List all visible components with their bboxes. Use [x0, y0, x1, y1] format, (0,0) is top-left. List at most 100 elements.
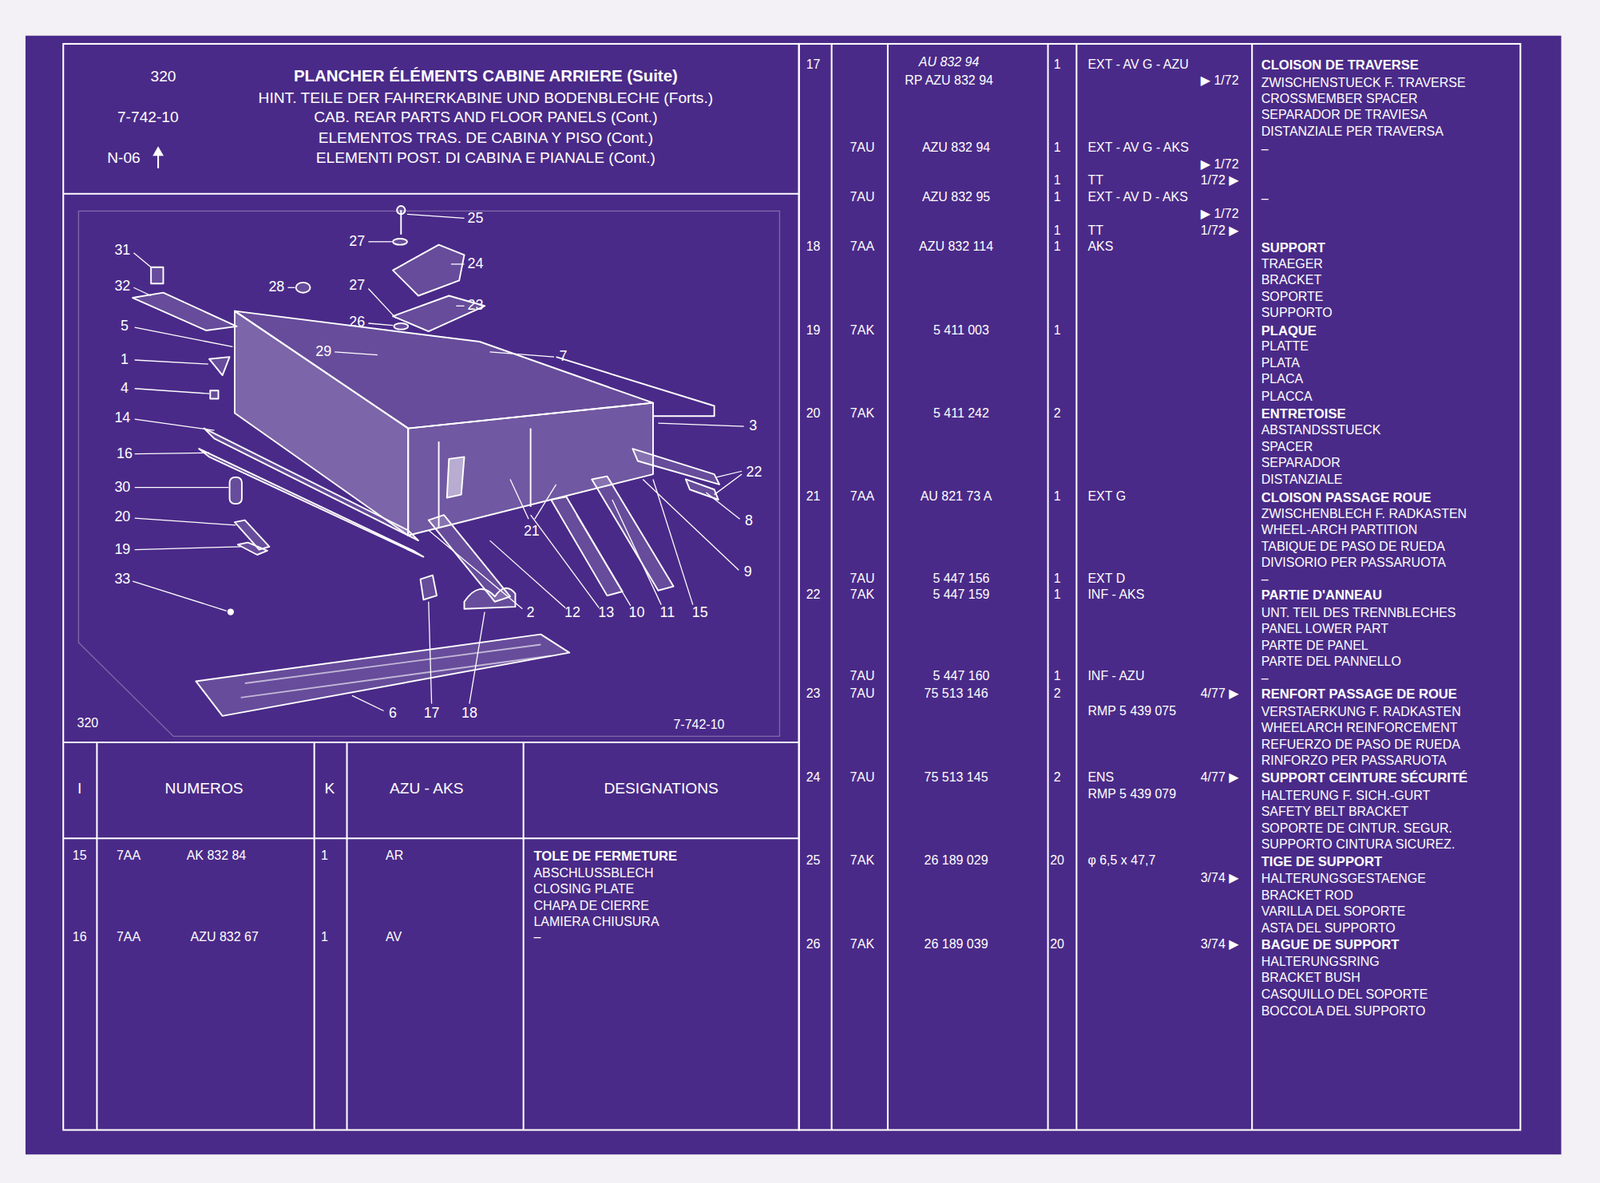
table-text: – [1261, 572, 1269, 588]
table-text: 7AK [850, 323, 875, 339]
table-text: 23 [806, 686, 821, 702]
table-text: 20 [1049, 854, 1065, 870]
header-text: NUMEROS [165, 779, 244, 798]
table-text: ZWISCHENSTUECK F. TRAVERSE [1261, 75, 1466, 92]
table-text: PLACA [1261, 372, 1303, 389]
callout-number: 10 [629, 604, 646, 622]
callout-number: 6 [388, 704, 397, 722]
diagram-frame [78, 210, 780, 737]
callout-number: 31 [114, 241, 131, 259]
table-text: 20 [806, 406, 821, 422]
table-text: BAGUE DE SUPPORT [1261, 937, 1400, 954]
table-text: 5 411 003 [933, 323, 990, 339]
table-text: ▶ 1/72 [1200, 73, 1240, 89]
table-text: 7AA [116, 930, 141, 946]
table-text: 17 [806, 57, 821, 73]
header-text: ELEMENTI POST. DI CABINA E PIANALE (Cont… [316, 148, 656, 167]
table-text: 2 [1053, 686, 1062, 702]
table-text: 18 [806, 240, 821, 256]
callout-number: 18 [461, 704, 478, 722]
table-text: – [533, 930, 541, 946]
table-text: 7-742-10 [673, 718, 725, 734]
callout-number: 27 [348, 233, 365, 250]
table-text: 7AU [849, 770, 875, 786]
table-text: AU 832 94 [918, 55, 980, 71]
table-text: SEPARADOR DE TRAVIESA [1261, 108, 1428, 124]
callout-number: 19 [114, 541, 131, 559]
callout-number: 25 [467, 209, 484, 226]
table-text: TIGE DE SUPPORT [1261, 853, 1383, 870]
callout-number: 21 [523, 522, 540, 540]
table-text: AKS [1087, 240, 1113, 256]
callout-number: 22 [746, 463, 763, 480]
table-text: EXT - AV G - AKS [1087, 141, 1189, 157]
table-text: 25 [806, 854, 821, 870]
header-text: CAB. REAR PARTS AND FLOOR PANELS (Cont.) [313, 107, 658, 127]
table-text: 1 [1053, 190, 1062, 206]
callout-number: 27 [348, 277, 365, 294]
page-title: PLANCHER ÉLÉMENTS CABINE ARRIERE (Suite) [293, 66, 678, 87]
table-text: CROSSMEMBER SPACER [1261, 91, 1418, 107]
table-text: REFUERZO DE PASO DE RUEDA [1261, 737, 1461, 753]
table-text: TABIQUE DE PASO DE RUEDA [1261, 539, 1446, 555]
table-text: 19 [806, 323, 821, 339]
table-text: 26 189 029 [924, 854, 989, 870]
table-text: 22 [806, 587, 821, 603]
table-text: ENTRETOISE [1261, 405, 1347, 422]
table-text: ZWISCHENBLECH F. RADKASTEN [1261, 506, 1467, 523]
table-text: 3/74 ▶ [1200, 937, 1240, 953]
table-text: 7AU [849, 686, 875, 702]
leader-lines [132, 213, 745, 711]
table-text: SEPARADOR [1261, 455, 1341, 472]
table-text: BOCCOLA DEL SUPPORTO [1261, 1005, 1426, 1021]
table-text: 5 411 242 [933, 406, 990, 422]
table-text: BRACKET [1261, 273, 1322, 290]
table-text: 21 [806, 490, 821, 506]
table-text: 1 [1053, 174, 1062, 190]
table-text: 7AK [850, 406, 875, 422]
table-text: 15 [72, 848, 88, 864]
table-text: DIVISORIO PER PASSARUOTA [1261, 556, 1446, 572]
table-text: – [1261, 192, 1269, 208]
table-text: – [1261, 142, 1269, 158]
table-text: 7AU [849, 571, 875, 587]
table-text: φ 6,5 x 47,7 [1087, 854, 1156, 870]
callout-number: 24 [467, 255, 484, 273]
table-text: ABSTANDSSTUECK [1261, 423, 1382, 440]
table-text: CASQUILLO DEL SOPORTE [1261, 987, 1429, 1003]
callout-number: 14 [114, 409, 131, 427]
table-text: PANEL LOWER PART [1261, 622, 1389, 638]
table-text: 1 [1053, 490, 1062, 506]
table-text: AK 832 84 [186, 848, 247, 864]
callout-number: 9 [744, 563, 753, 581]
table-text: 5 447 156 [932, 571, 990, 587]
callout-number: 16 [116, 444, 133, 462]
callout-number: 17 [423, 704, 440, 722]
table-text: 7AA [116, 848, 141, 864]
table-text: BRACKET ROD [1261, 888, 1354, 904]
table-text: 7AA [850, 240, 875, 256]
table-text: 7AU [849, 190, 875, 206]
table-grid [63, 43, 1521, 1131]
table-text: 1 [1053, 57, 1062, 73]
table-text: RP AZU 832 94 [904, 73, 994, 89]
table-text: CHAPA DE CIERRE [533, 899, 649, 915]
table-text: 7AU [849, 669, 875, 685]
table-text: UNT. TEIL DES TRENNBLECHES [1261, 605, 1457, 622]
callout-number: 28 [268, 278, 285, 296]
table-text: 7AK [850, 587, 875, 603]
table-text: 1 [1053, 223, 1062, 239]
table-text: – [1261, 671, 1269, 687]
table-text: BRACKET BUSH [1261, 971, 1361, 987]
header-text: DESIGNATIONS [603, 779, 718, 798]
table-text: 4/77 ▶ [1200, 770, 1240, 786]
table-text: 5 447 160 [932, 669, 990, 685]
table-text: VARILLA DEL SOPORTE [1261, 905, 1406, 921]
callout-number: 29 [315, 343, 332, 361]
table-text: PARTE DE PANEL [1261, 638, 1369, 654]
table-text: 1 [320, 848, 329, 864]
table-text: 24 [806, 770, 821, 786]
table-text: 4/77 ▶ [1200, 686, 1240, 702]
callout-number: 30 [114, 479, 131, 496]
callout-number: 20 [114, 508, 131, 526]
